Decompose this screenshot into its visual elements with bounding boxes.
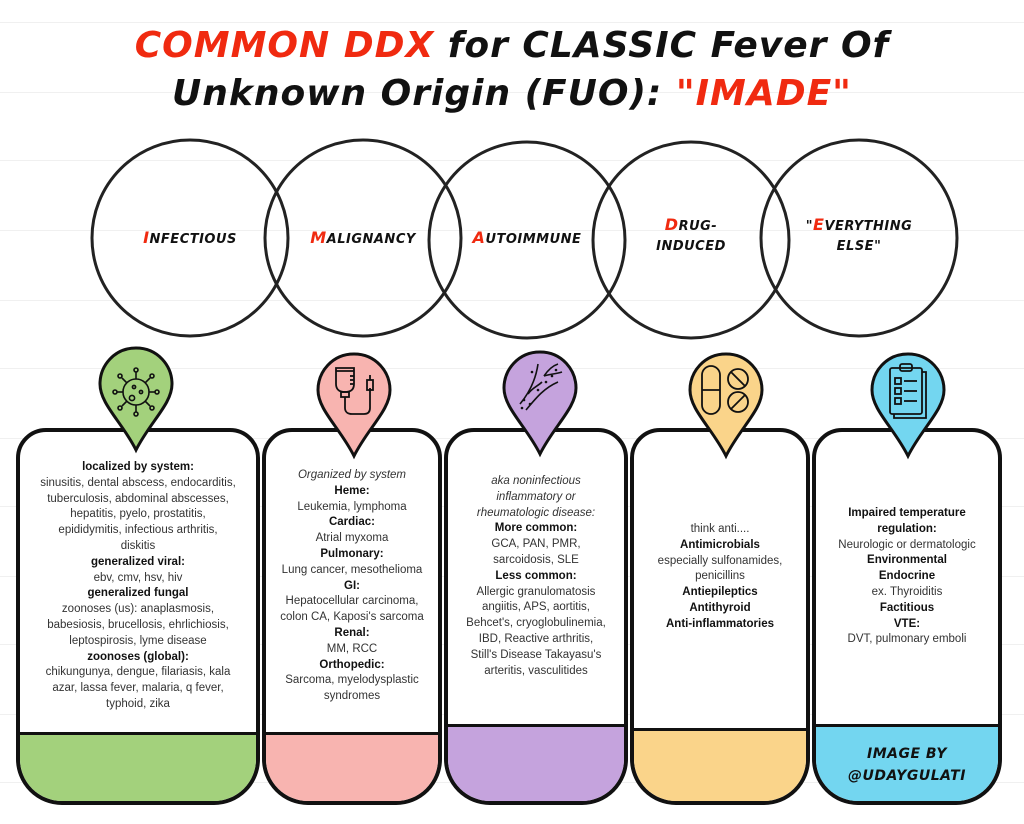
pin-drug-induced [688, 352, 764, 460]
background-rule [0, 300, 1024, 301]
card-drug-induced: think anti.... Antimicrobials especially… [630, 428, 810, 805]
virus-icon [112, 367, 160, 417]
title-text: Unknown Origin (FUO): [172, 73, 676, 114]
card-autoimmune: aka noninfectious inflammatory or rheuma… [444, 428, 628, 805]
card-content: Organized by system Heme: Leukemia, lymp… [280, 469, 424, 703]
card-content: localized by system: sinusitis, dental a… [40, 461, 236, 710]
category-label-infectious: Infectious [143, 228, 237, 247]
card-infectious: localized by system: sinusitis, dental a… [16, 428, 260, 805]
card-content: aka noninfectious inflammatory or rheuma… [466, 475, 606, 677]
inflamed-vessel-icon [519, 363, 563, 411]
title-mnemonic: "IMADE" [675, 73, 852, 114]
pills-icon [701, 365, 749, 415]
color-band [448, 724, 624, 801]
clipboard-checklist-icon [889, 363, 927, 419]
iv-bag-icon [335, 367, 374, 415]
color-band [634, 728, 806, 801]
title-line-2: Unknown Origin (FUO): "IMADE" [0, 70, 1024, 118]
pin-malignancy [316, 352, 392, 460]
card-malignancy: Organized by system Heme: Leukemia, lymp… [262, 428, 442, 805]
page-title: COMMON DDX for CLASSIC Fever Of Unknown … [0, 22, 1024, 118]
category-label-drug-induced: Drug- Induced [656, 215, 726, 254]
card-content: Impaired temperature regulation: Neurolo… [838, 507, 976, 646]
color-band [266, 732, 438, 801]
pin-everything-else [870, 352, 946, 460]
image-credit: Image by @udaygulati [816, 743, 998, 787]
pin-infectious [98, 346, 174, 454]
card-everything-else: Impaired temperature regulation: Neurolo… [812, 428, 1002, 805]
title-line-1: COMMON DDX for CLASSIC Fever Of [0, 22, 1024, 70]
title-text: for CLASSIC Fever Of [434, 25, 890, 66]
background-rule [0, 160, 1024, 161]
background-rule [0, 92, 1024, 93]
category-label-autoimmune: Autoimmune [472, 228, 582, 247]
color-band: Image by @udaygulati [816, 724, 998, 801]
author-handle: @udaygulati [848, 768, 966, 784]
pin-autoimmune [502, 350, 578, 458]
color-band [20, 732, 256, 801]
category-label-everything-else: "Everything Else" [805, 215, 913, 254]
title-highlight: COMMON DDX [134, 25, 435, 66]
card-content: think anti.... Antimicrobials especially… [657, 523, 783, 630]
category-label-malignancy: Malignancy [310, 228, 416, 247]
background-rule [0, 22, 1024, 23]
